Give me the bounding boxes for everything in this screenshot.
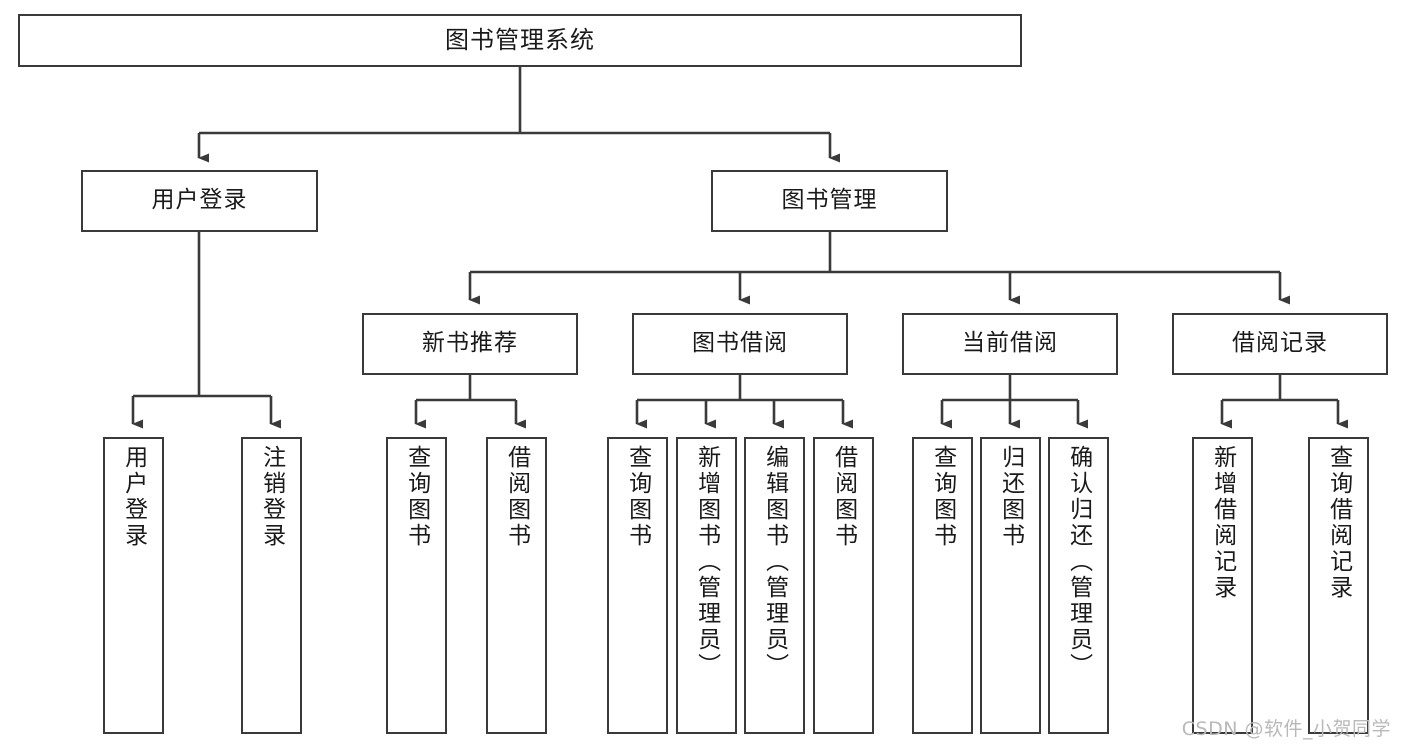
node-label: 用户登录 — [120, 445, 147, 549]
node-label: 借阅图书 — [503, 445, 530, 549]
leaf-new-book-borrow[interactable]: 借阅图书 — [486, 437, 547, 734]
leaf-current-query-book[interactable]: 查询图书 — [912, 437, 973, 734]
leaf-user-login-logout[interactable]: 注销登录 — [241, 437, 302, 734]
node-label: 归还图书 — [997, 445, 1024, 549]
node-label: 查询借阅记录 — [1325, 445, 1352, 601]
leaf-borrow-add-book-admin[interactable]: 新增图书（管理员） — [676, 437, 737, 734]
node-label: 图书管理 — [781, 187, 878, 214]
node-label: 用户登录 — [151, 187, 248, 214]
node-book-borrow[interactable]: 图书借阅 — [632, 313, 848, 375]
node-current-borrow[interactable]: 当前借阅 — [902, 313, 1118, 375]
leaf-current-confirm-return-admin[interactable]: 确认归还（管理员） — [1048, 437, 1109, 734]
node-label: 确认归还（管理员） — [1065, 445, 1092, 679]
node-label: 编辑图书（管理员） — [761, 445, 788, 679]
leaf-borrow-borrow-book[interactable]: 借阅图书 — [813, 437, 874, 734]
node-label: 查询图书 — [929, 445, 956, 549]
leaf-record-add-record[interactable]: 新增借阅记录 — [1192, 437, 1253, 734]
node-label: 注销登录 — [258, 445, 285, 549]
leaf-record-query-record[interactable]: 查询借阅记录 — [1308, 437, 1369, 734]
leaf-borrow-query-book[interactable]: 查询图书 — [607, 437, 668, 734]
node-borrow-record[interactable]: 借阅记录 — [1172, 313, 1388, 375]
node-label: 图书管理系统 — [445, 26, 595, 55]
leaf-new-book-query[interactable]: 查询图书 — [386, 437, 447, 734]
node-root-library-system[interactable]: 图书管理系统 — [18, 14, 1022, 67]
leaf-current-return-book[interactable]: 归还图书 — [980, 437, 1041, 734]
node-label: 查询图书 — [403, 445, 430, 549]
node-label: 查询图书 — [624, 445, 651, 549]
leaf-borrow-edit-book-admin[interactable]: 编辑图书（管理员） — [744, 437, 805, 734]
node-label: 借阅记录 — [1232, 330, 1328, 357]
node-label: 新增图书（管理员） — [693, 445, 720, 679]
node-label: 新增借阅记录 — [1209, 445, 1236, 601]
node-label: 新书推荐 — [422, 330, 518, 357]
node-new-book-recommend[interactable]: 新书推荐 — [362, 313, 578, 375]
csdn-watermark: CSDN @软件_小贺同学 — [1181, 718, 1391, 740]
node-label: 当前借阅 — [962, 330, 1058, 357]
node-label: 图书借阅 — [692, 330, 788, 357]
node-label: 借阅图书 — [830, 445, 857, 549]
node-user-login[interactable]: 用户登录 — [81, 170, 318, 232]
node-book-management[interactable]: 图书管理 — [711, 170, 948, 232]
leaf-user-login-login[interactable]: 用户登录 — [103, 437, 164, 734]
